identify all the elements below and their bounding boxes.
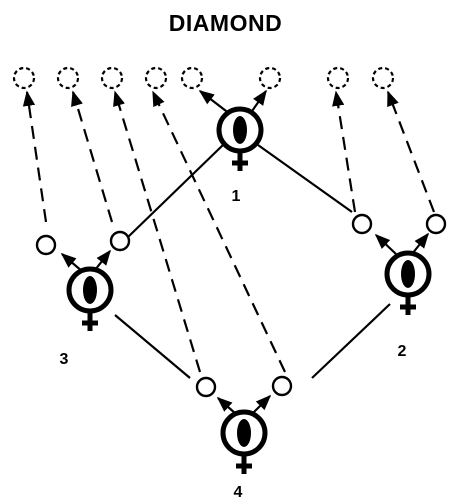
connector-lines bbox=[114, 144, 391, 379]
dashed-circle bbox=[371, 66, 395, 90]
solid-arrow bbox=[94, 249, 111, 271]
edge-2-4 bbox=[311, 303, 391, 379]
node-1-token bbox=[219, 109, 261, 171]
solid-arrow bbox=[198, 90, 231, 115]
offspring-circle bbox=[351, 213, 373, 235]
dashed-circle bbox=[56, 66, 80, 90]
solid-arrow bbox=[216, 396, 237, 415]
node-label-3: 3 bbox=[60, 351, 69, 368]
dashed-circle bbox=[180, 66, 204, 90]
dashed-circle bbox=[258, 66, 282, 90]
offspring-circle bbox=[109, 230, 131, 252]
node-4-token bbox=[223, 412, 265, 474]
node-2-token bbox=[387, 253, 429, 315]
solid-arrow bbox=[251, 394, 272, 415]
solid-arrow bbox=[374, 233, 397, 255]
solid-arrows bbox=[60, 89, 429, 415]
dashed-arrow bbox=[152, 90, 286, 373]
solid-arrow bbox=[249, 89, 267, 115]
edge-3-4 bbox=[114, 314, 191, 379]
node-label-4: 4 bbox=[234, 484, 243, 501]
edge-1-2 bbox=[257, 144, 353, 213]
dashed-arrow bbox=[71, 90, 114, 223]
offspring-circles bbox=[35, 213, 447, 398]
dashed-arrow bbox=[113, 90, 202, 373]
offspring-circle bbox=[195, 376, 217, 398]
dashed-arrows bbox=[22, 90, 436, 373]
dashed-circle bbox=[144, 66, 168, 90]
solid-arrow bbox=[411, 232, 429, 255]
offspring-circle bbox=[271, 375, 293, 397]
node-3-token bbox=[69, 269, 111, 331]
top-dashed-circles bbox=[12, 66, 395, 90]
edge-1-3 bbox=[127, 144, 224, 238]
dashed-arrow bbox=[386, 90, 436, 213]
offspring-circle bbox=[425, 213, 447, 235]
diagram-title: DIAMOND bbox=[168, 10, 283, 36]
dashed-circle bbox=[100, 66, 124, 90]
node-label-1: 1 bbox=[232, 188, 241, 205]
offspring-circle bbox=[35, 234, 57, 256]
dashed-circle bbox=[326, 66, 350, 90]
node-label-2: 2 bbox=[398, 343, 407, 360]
dashed-circle bbox=[12, 66, 36, 90]
dashed-arrow bbox=[22, 90, 48, 223]
dashed-arrow bbox=[332, 90, 357, 213]
